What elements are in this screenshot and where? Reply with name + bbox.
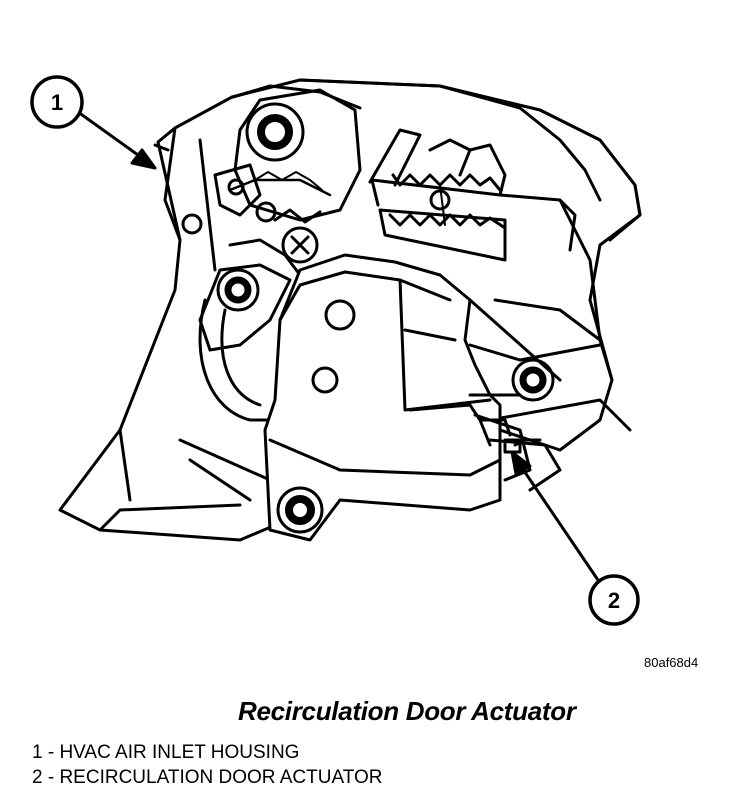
callout-label-2: 2 [608, 588, 620, 613]
link-arm [198, 263, 292, 422]
legend-item: 2 - RECIRCULATION DOOR ACTUATOR [32, 767, 383, 788]
leader-line-1 [76, 110, 157, 170]
callout-circle-2 [588, 574, 640, 626]
legend-item: 1 - HVAC AIR INLET HOUSING [32, 742, 300, 763]
leader-line-2 [510, 450, 602, 585]
figure-caption: Recirculation Door Actuator [238, 696, 576, 726]
door-linkage [213, 88, 362, 277]
callout-label-1: 1 [51, 90, 63, 115]
callout-circle-1 [30, 75, 84, 129]
actuator-illustration: 1 2 [30, 75, 642, 626]
legend: 1 - HVAC AIR INLET HOUSING 2 - RECIRCULA… [32, 740, 382, 790]
figure-code: 80af68d4 [644, 655, 699, 670]
recirculation-door-actuator [263, 253, 562, 542]
